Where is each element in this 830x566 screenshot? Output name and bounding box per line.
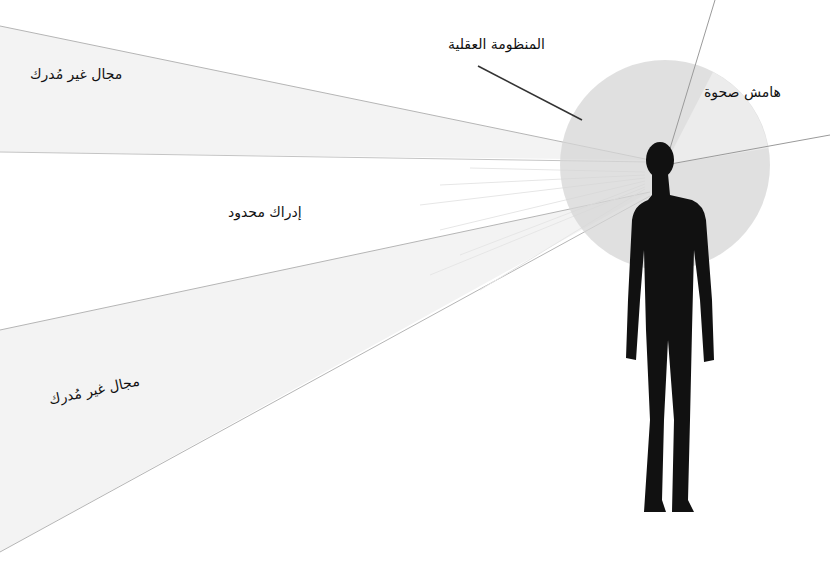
region-label: مجال غير مُدرك: [30, 66, 122, 83]
wedge-edge: [665, 135, 830, 165]
callout-label: المنظومة العقلية: [448, 36, 545, 53]
person-silhouette: [626, 142, 714, 512]
cone-edge: [0, 196, 650, 552]
cone-edge: [0, 192, 650, 330]
cone-edge: [0, 26, 650, 160]
region-label: هامش صحوة: [704, 84, 781, 101]
cone-edge: [0, 152, 650, 162]
upper-cone: [0, 26, 650, 160]
wedge-edge: [665, 0, 715, 165]
region-label: إدراك محدود: [228, 204, 302, 221]
leader-line: [478, 66, 582, 120]
